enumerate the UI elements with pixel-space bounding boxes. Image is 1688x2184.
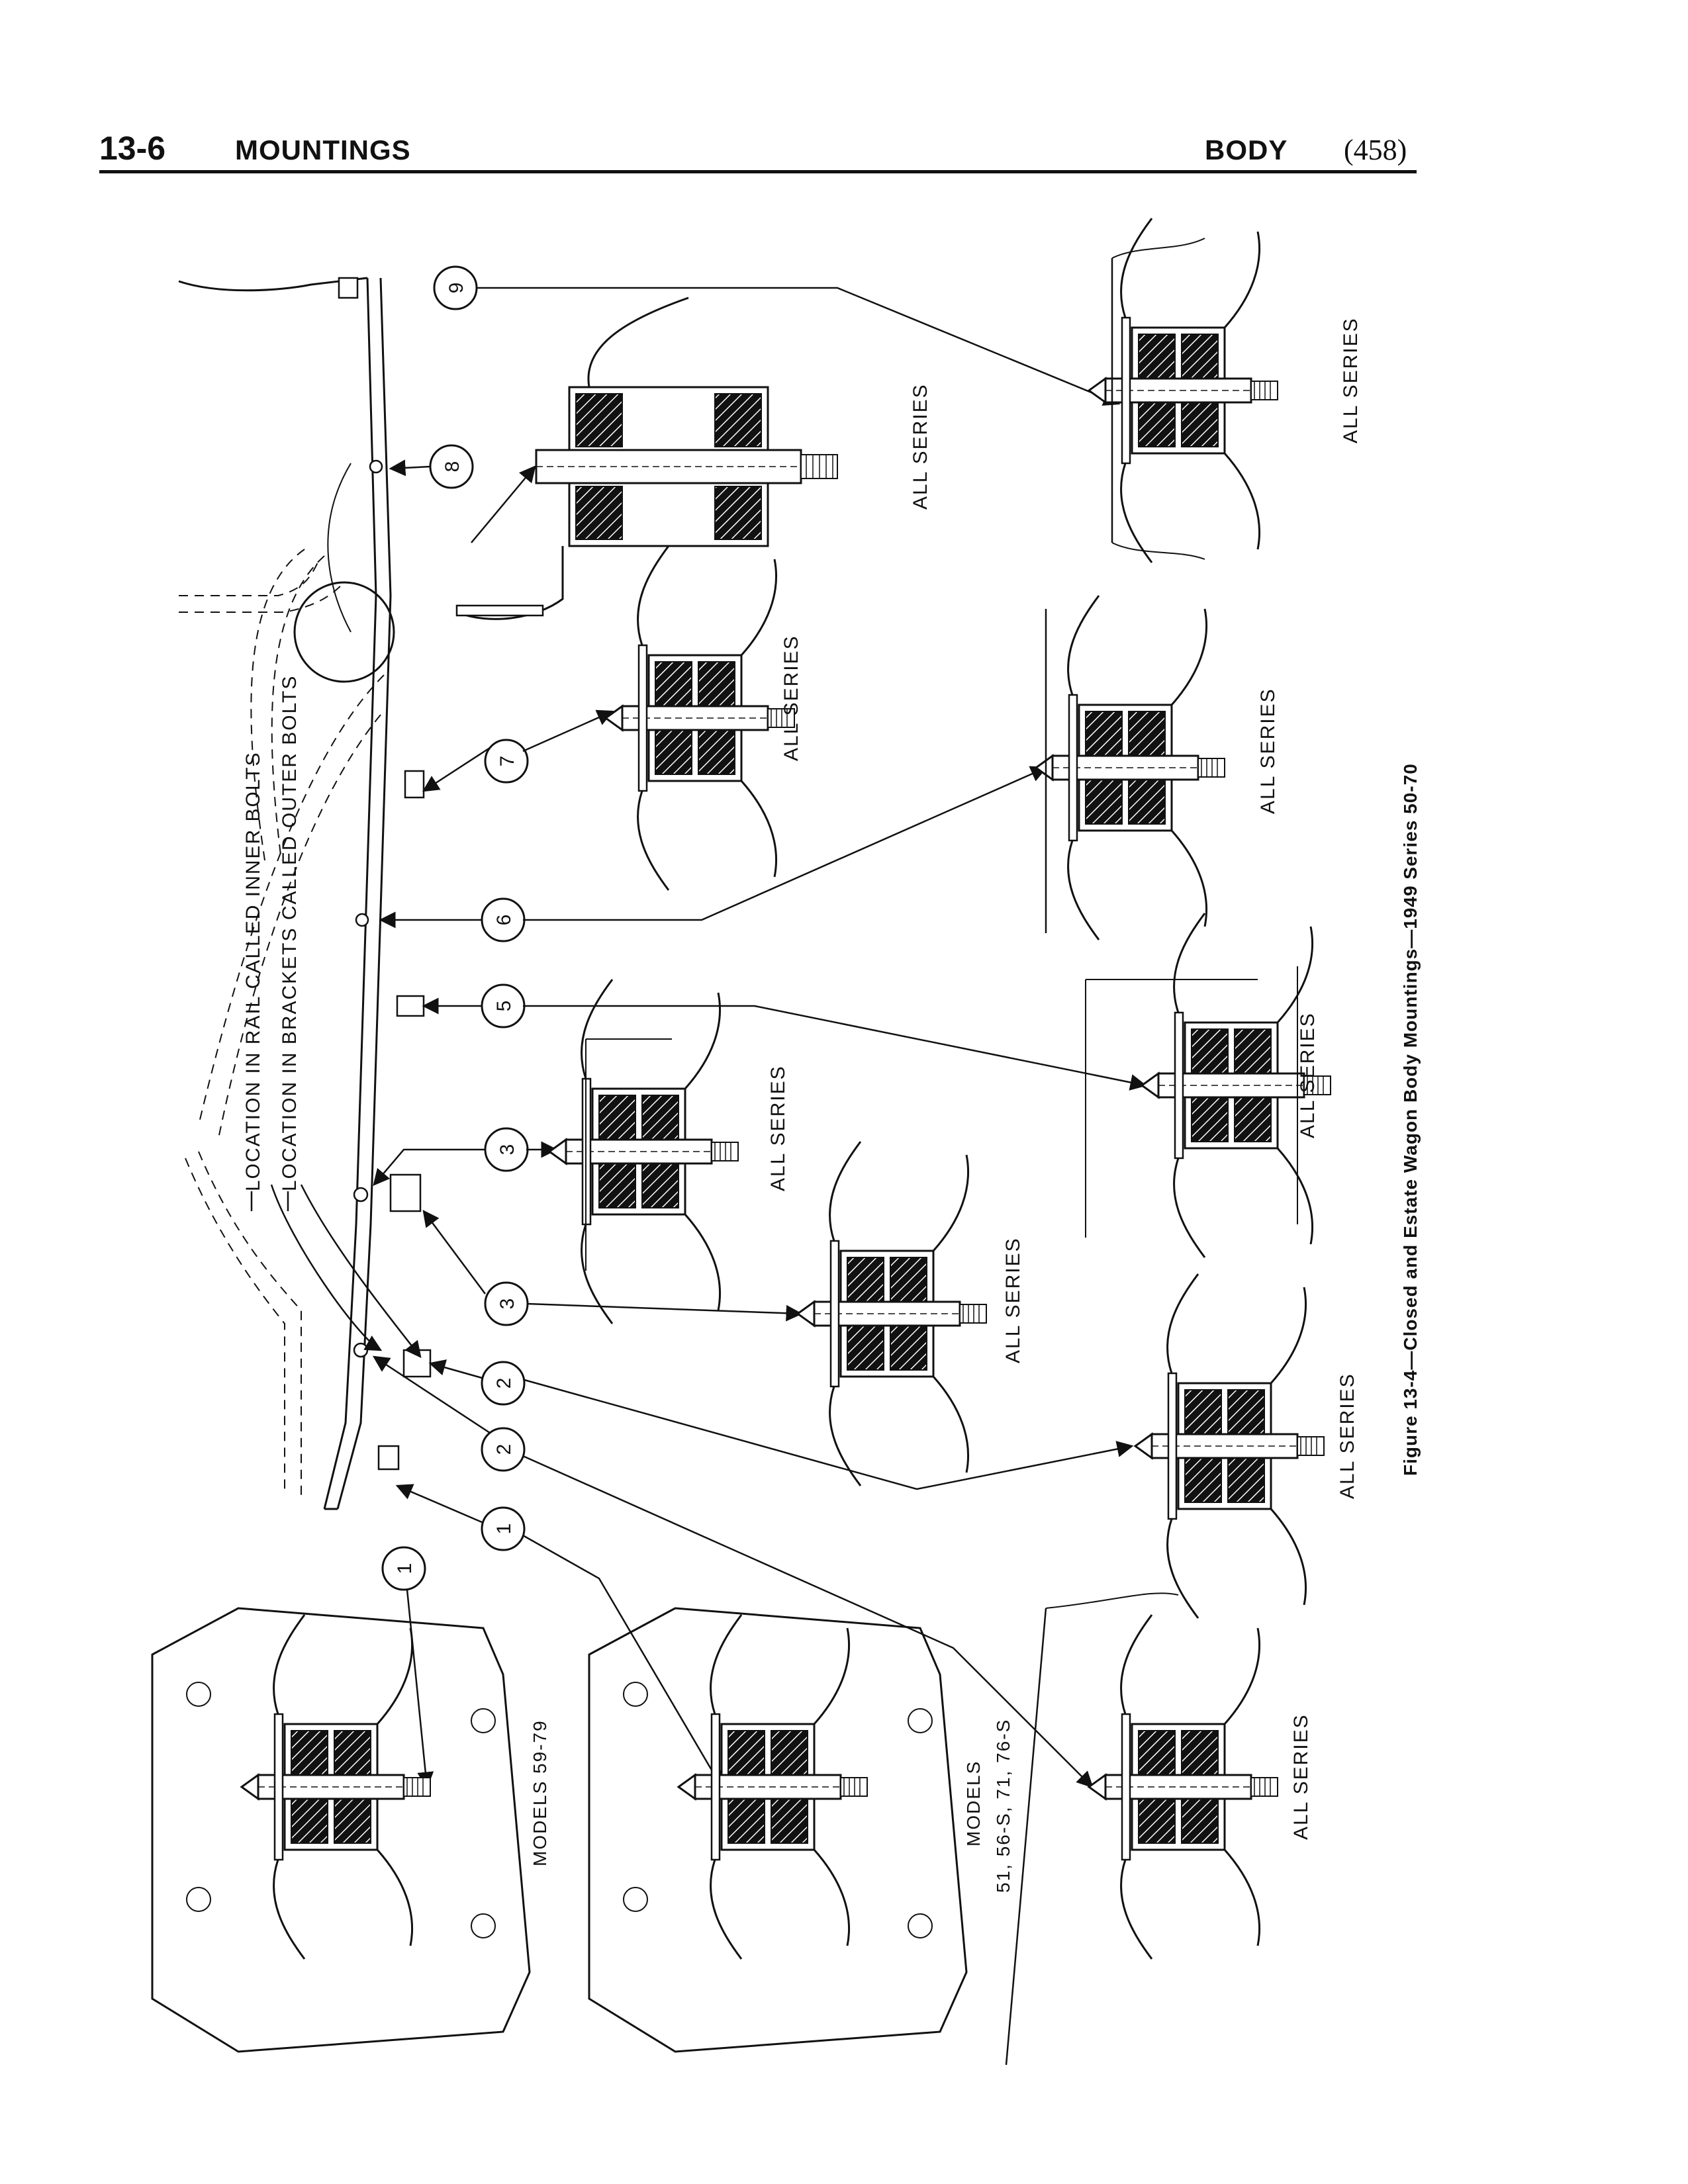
chapter-title: BODY [1205, 134, 1288, 165]
detail-mount-2a [1134, 1273, 1325, 1619]
legend-inner-bolts: LOCATION IN RAIL CALLED INNER BOLTS [242, 751, 264, 1191]
detail-9-label: ALL SERIES [1340, 317, 1362, 443]
page-reference: (458) [1344, 134, 1407, 166]
callout-3a: 3 [484, 1127, 529, 1172]
callout-2a: 2 [481, 1361, 526, 1406]
legend: LOCATION IN RAIL CALLED INNER BOLTS LOCA… [242, 675, 301, 1211]
svg-text:9: 9 [445, 283, 467, 294]
legend-outer-bolts: LOCATION IN BRACKETS CALLED OUTER BOLTS [279, 675, 301, 1191]
detail-mount-1b [588, 1607, 968, 2053]
svg-text:2: 2 [493, 1378, 515, 1389]
callout-7: 7 [484, 739, 529, 784]
detail-2b-label: ALL SERIES [1290, 1713, 1312, 1840]
detail-1a-label: MODELS 59-79 [530, 1719, 550, 1866]
detail-mount-9 [1088, 217, 1279, 564]
detail-3a-label: ALL SERIES [767, 1065, 789, 1191]
callout-5: 5 [481, 983, 526, 1028]
detail-mount-3a [548, 978, 739, 1325]
frame-rail [178, 277, 395, 1510]
callout-1b: 1 [381, 1546, 426, 1591]
svg-text:8: 8 [442, 461, 463, 473]
header-rule [99, 170, 1417, 173]
detail-mount-7 [604, 545, 796, 891]
callout-9: 9 [433, 265, 478, 310]
page-header: 13-6 MOUNTINGS BODY (458) [99, 129, 1417, 175]
svg-text:51, 56-S, 71, 76-S: 51, 56-S, 71, 76-S [993, 1719, 1013, 1893]
callout-2b: 2 [481, 1427, 526, 1472]
callout-1a: 1 [481, 1506, 526, 1551]
detail-mount-3b [796, 1140, 988, 1487]
callout-6: 6 [481, 897, 526, 942]
svg-text:MODELS: MODELS [963, 1760, 984, 1846]
detail-8-label: ALL SERIES [910, 383, 931, 510]
detail-6-label: ALL SERIES [1257, 688, 1279, 814]
detail-5-label: ALL SERIES [1297, 1012, 1319, 1138]
detail-7-label: ALL SERIES [780, 635, 802, 761]
detail-mount-5 [1085, 912, 1332, 1259]
rail-mount-points [338, 277, 432, 1471]
svg-text:2: 2 [493, 1444, 515, 1455]
callout-8: 8 [429, 444, 474, 489]
svg-text:1: 1 [493, 1524, 515, 1535]
svg-text:1: 1 [394, 1563, 416, 1574]
svg-text:3: 3 [496, 1298, 518, 1310]
svg-text:5: 5 [493, 1001, 515, 1012]
detail-mount-8 [455, 296, 838, 620]
detail-mount-6 [1035, 594, 1226, 941]
section-title: MOUNTINGS [235, 134, 411, 165]
detail-2a-label: ALL SERIES [1336, 1373, 1358, 1499]
page-number: 13-6 [99, 130, 166, 167]
figure-caption: Figure 13-4—Closed and Estate Wagon Body… [1400, 763, 1421, 1476]
detail-mount-2b [1005, 1592, 1279, 2066]
detail-1b-label: MODELS 51, 56-S, 71, 76-S [963, 1719, 1013, 1893]
callout-3b: 3 [484, 1281, 529, 1326]
detail-3b-label: ALL SERIES [1002, 1237, 1024, 1363]
leader-lines [270, 287, 1147, 1789]
svg-text:3: 3 [496, 1144, 518, 1156]
svg-text:7: 7 [496, 756, 518, 767]
svg-text:6: 6 [493, 915, 515, 926]
detail-mount-1a [151, 1607, 531, 2053]
